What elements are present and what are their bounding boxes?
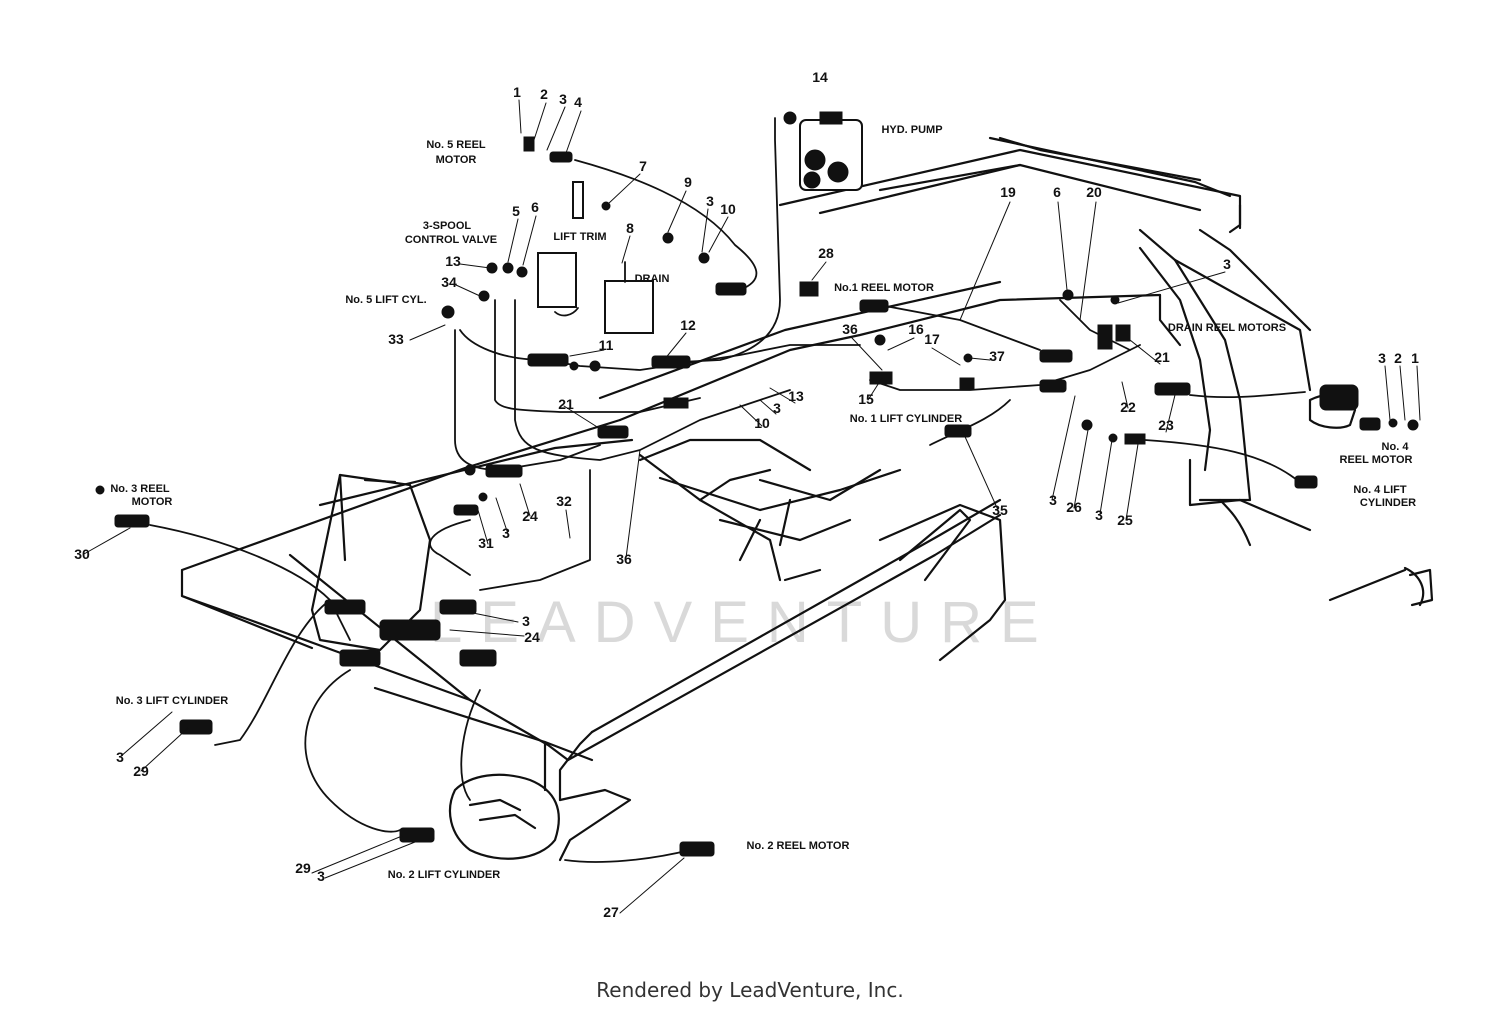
- part-callout-number: 3: [1223, 256, 1231, 272]
- part-callout-number: 3: [317, 868, 325, 884]
- part-callout-number: 24: [522, 508, 538, 524]
- frame-line-art: [180, 136, 1434, 862]
- part-callout-number: 24: [524, 629, 540, 645]
- part-callout-number: 28: [818, 245, 834, 261]
- part-callout-number: 22: [1120, 399, 1136, 415]
- footer-credit: Rendered by LeadVenture, Inc.: [596, 978, 904, 1002]
- part-callout-number: 19: [1000, 184, 1016, 200]
- leader-lines: [83, 99, 1421, 914]
- part-callout-number: 13: [445, 253, 461, 269]
- component-label: No. 5 LIFT CYL.: [345, 294, 426, 306]
- part-callout-number: 20: [1086, 184, 1102, 200]
- part-callout-number: 29: [295, 860, 311, 876]
- part-callout-number: 30: [74, 546, 90, 562]
- part-callout-number: 33: [388, 331, 404, 347]
- component-label: DRAIN REEL MOTORS: [1168, 322, 1286, 334]
- component-label: DRAIN: [635, 273, 670, 285]
- part-callout-number: 12: [680, 317, 696, 333]
- component-label: MOTOR: [132, 496, 173, 508]
- part-callout-number: 29: [133, 763, 149, 779]
- part-callout-number: 26: [1066, 499, 1082, 515]
- hydraulic-hoses: [149, 117, 1306, 863]
- part-callout-number: 25: [1117, 512, 1133, 528]
- part-callout-number: 3: [773, 400, 781, 416]
- part-callout-number: 6: [531, 199, 539, 215]
- part-callout-number: 2: [540, 86, 548, 102]
- part-callout-number: 35: [992, 502, 1008, 518]
- component-label: No. 4: [1382, 441, 1410, 453]
- part-callout-number: 32: [556, 493, 572, 509]
- component-label: 3-SPOOL: [423, 220, 472, 232]
- part-callout-number: 37: [989, 348, 1005, 364]
- part-callout-number: 4: [574, 94, 582, 110]
- component-label: LIFT TRIM: [553, 231, 606, 243]
- part-callout-number: 1: [513, 84, 521, 100]
- part-callout-number: 14: [812, 69, 828, 85]
- component-label: No. 5 REEL: [426, 139, 486, 151]
- part-callout-number: 3: [116, 749, 124, 765]
- part-callout-number: 6: [1053, 184, 1061, 200]
- component-label: No. 3 REEL: [110, 483, 170, 495]
- part-callout-number: 2: [1394, 350, 1402, 366]
- component-label: REEL MOTOR: [1340, 454, 1413, 466]
- part-callout-number: 3: [502, 525, 510, 541]
- part-callout-number: 31: [478, 535, 494, 551]
- part-callout-number: 1: [1411, 350, 1419, 366]
- part-callout-number: 17: [924, 331, 940, 347]
- part-callout-number: 36: [842, 321, 858, 337]
- part-callout-number: 11: [599, 337, 614, 353]
- part-callout-number: 23: [1158, 417, 1174, 433]
- component-label: No. 3 LIFT CYLINDER: [116, 695, 229, 707]
- part-callout-number: 10: [754, 415, 770, 431]
- component-labels: No. 5 REEL MOTOR HYD. PUMP 3-SPOOL CONTROL V…: [110, 124, 1416, 881]
- watermark: LEADVENTURE: [430, 590, 1057, 655]
- component-label: No.1 REEL MOTOR: [834, 282, 934, 294]
- part-callout-number: 21: [558, 396, 574, 412]
- part-callout-number: 9: [684, 174, 692, 190]
- component-label: No. 4 LIFT: [1353, 484, 1406, 496]
- part-callout-number: 3: [1049, 492, 1057, 508]
- part-callout-number: 15: [858, 391, 874, 407]
- part-callout-number: 36: [616, 551, 632, 567]
- part-callout-number: 3: [1378, 350, 1386, 366]
- part-callout-number: 3: [559, 91, 567, 107]
- part-callout-number: 8: [626, 220, 634, 236]
- component-label: MOTOR: [436, 154, 477, 166]
- component-label: No. 1 LIFT CYLINDER: [850, 413, 963, 425]
- component-label: No. 2 LIFT CYLINDER: [388, 869, 501, 881]
- part-callout-number: 13: [788, 388, 804, 404]
- part-callout-number: 27: [603, 904, 619, 920]
- fittings: [95, 111, 1419, 857]
- component-label: HYD. PUMP: [881, 124, 942, 136]
- part-callout-number: 5: [512, 203, 520, 219]
- part-callout-number: 34: [441, 274, 457, 290]
- part-callout-number: 10: [720, 201, 736, 217]
- part-callout-number: 3: [522, 613, 530, 629]
- part-callout-number: 3: [1095, 507, 1103, 523]
- component-label: CYLINDER: [1360, 497, 1416, 509]
- component-label: No. 2 REEL MOTOR: [747, 840, 850, 852]
- part-callout-number: 16: [908, 321, 924, 337]
- component-label: CONTROL VALVE: [405, 234, 497, 246]
- part-callout-number: 3: [706, 193, 714, 209]
- part-callout-number: 7: [639, 158, 647, 174]
- part-callout-number: 21: [1154, 349, 1170, 365]
